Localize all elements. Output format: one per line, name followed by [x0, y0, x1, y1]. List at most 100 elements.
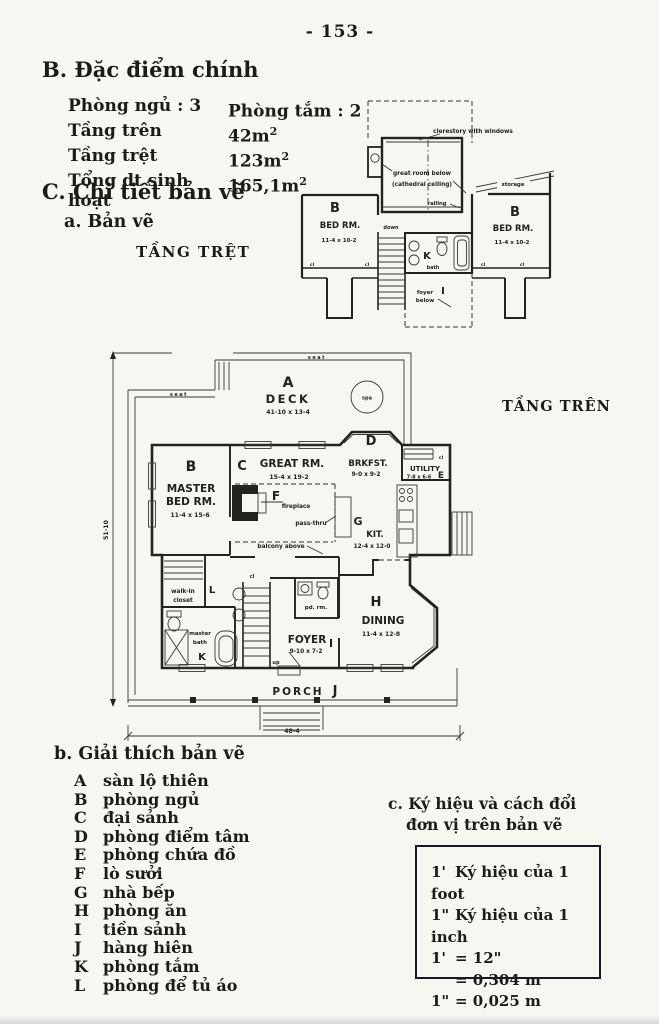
- tub-inner: [218, 635, 234, 663]
- burner: [399, 488, 405, 494]
- great-letter: C: [237, 459, 247, 474]
- walkin-closet-label: closet: [173, 598, 193, 604]
- closet-abbr: cl: [365, 262, 370, 268]
- bedroom-letter: B: [510, 205, 520, 220]
- kitchen-dim: 12-4 x 12-0: [354, 544, 391, 550]
- great-dim: 15-4 x 19-2: [269, 474, 308, 481]
- pass-thru-counter: [334, 496, 352, 538]
- kitchen-sink: [398, 509, 414, 523]
- dimension-lines: [110, 351, 465, 741]
- foyer-letter: I: [329, 637, 333, 650]
- units-heading-line2: đơn vị trên bản vẽ: [406, 815, 563, 834]
- deck-name: DECK: [266, 392, 311, 406]
- front-door: [277, 665, 301, 676]
- bedroom-name: BED RM.: [493, 224, 534, 234]
- window-marks: [148, 441, 404, 672]
- left-bedroom-walls: [300, 193, 380, 278]
- walkin-closet-label: walk-in: [171, 589, 195, 595]
- burner: [407, 488, 413, 494]
- ground-floor-label: TẦNG TRỆT: [136, 243, 251, 261]
- foyer-dim: 9-10 x 7-2: [290, 649, 323, 655]
- balcony-label: balcony above: [257, 544, 304, 550]
- dining-dim: 11-4 x 12-8: [362, 631, 400, 638]
- master-letter: B: [186, 459, 197, 475]
- closet-abbr: cl: [520, 262, 525, 268]
- fireplace-label: fireplace: [282, 504, 311, 510]
- storage-label: storage: [502, 182, 525, 188]
- unit-row: = 0,304 m: [455, 970, 541, 989]
- toilet-tank: [436, 236, 448, 243]
- porch-steps: [259, 706, 324, 731]
- great-room-below-label: great room below: [393, 171, 452, 177]
- deck-edges: [127, 352, 412, 703]
- leader-lines: [261, 501, 337, 555]
- toilet-tank: [166, 610, 182, 618]
- utility-name: UTILITY: [410, 465, 441, 473]
- toilet-bowl: [317, 586, 329, 600]
- bath-label: bath: [427, 265, 440, 271]
- master-dim: 11-4 x 15-6: [170, 512, 209, 519]
- units-box: 1'Ký hiệu của 1 foot 1"Ký hiệu của 1 inc…: [415, 845, 601, 1010]
- hearth: [257, 492, 267, 514]
- upper-floor-plan-drawing: clerestory with windows great room below…: [300, 100, 555, 328]
- feature-value: 165,1m2: [228, 175, 307, 198]
- fireplace-letter: F: [272, 489, 280, 503]
- clerestory-and-railing-lines: [382, 141, 462, 208]
- spa-circle: [350, 380, 384, 414]
- fixture-circle: [232, 587, 246, 601]
- bath-walls: [404, 232, 473, 274]
- kitchen-counter: [396, 484, 418, 558]
- overall-depth-dim: 51-10: [103, 519, 110, 539]
- porch-post: [252, 697, 258, 703]
- feature-label: Tầng trên: [68, 121, 162, 142]
- toilet-bowl: [167, 616, 181, 632]
- bath-letter: K: [423, 251, 432, 262]
- seat-label: seat: [308, 355, 326, 361]
- key-features-table: Phòng ngủ : 3 Phòng tắm : 2 Tầng trên 42…: [68, 96, 361, 211]
- foyer-letter: I: [441, 286, 445, 297]
- dining-name: DINING: [362, 615, 405, 627]
- porch-post: [190, 697, 196, 703]
- unit-row: 1"= 0,025 m: [431, 992, 541, 1010]
- unit-row: 1"Ký hiệu của 1 inch: [431, 906, 569, 946]
- closet-abbr: cl: [439, 455, 444, 461]
- utility-letter: E: [438, 471, 444, 481]
- chimney: [367, 146, 383, 178]
- bay-window-lines: [343, 434, 435, 664]
- utility-walls: [401, 445, 450, 481]
- brkfst-name: BRKFST.: [348, 459, 387, 469]
- closet-bumpouts: [326, 278, 526, 319]
- foyer-below-label: below: [416, 298, 434, 304]
- overall-width-dim: 48-4: [284, 728, 300, 735]
- sink-fixture: [408, 254, 420, 266]
- porch-name: PORCH: [272, 686, 323, 698]
- leader-lines: [381, 133, 467, 308]
- toilet-tank: [316, 581, 330, 588]
- bedroom-letter: B: [330, 201, 340, 216]
- powder-sink-counter: [297, 581, 313, 596]
- burner: [407, 496, 413, 502]
- unit-row: 1'= 12": [431, 949, 502, 967]
- bedroom-name: BED RM.: [320, 221, 361, 231]
- legend-heading: b. Giải thích bản vẽ: [54, 744, 245, 764]
- closet-abbr: cl: [310, 262, 315, 268]
- closet-letter: L: [209, 585, 216, 596]
- closet-band-walls: [302, 267, 550, 279]
- stair-rails: [242, 582, 271, 667]
- deck-dim: 41-10 x 13-4: [266, 409, 310, 416]
- feature-value: 42m2: [228, 125, 278, 147]
- bedroom-dim: 11-4 x 10-2: [322, 238, 357, 244]
- powder-room-walls: [294, 577, 339, 619]
- interior-walls: [152, 445, 410, 668]
- page-number: - 153 -: [305, 22, 375, 42]
- tub: [453, 235, 470, 271]
- section-b-heading: B. Đặc điểm chính: [42, 57, 259, 82]
- feature-label: Tầng trệt: [68, 146, 158, 167]
